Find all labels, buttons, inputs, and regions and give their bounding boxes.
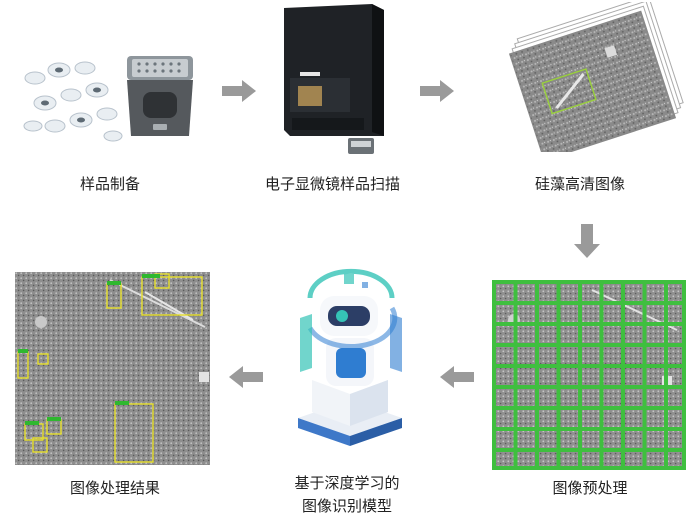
arrow-right-2 <box>420 80 454 102</box>
arrow-right-1 <box>222 80 256 102</box>
sample-preparation-image <box>15 48 200 148</box>
arrow-left-2 <box>440 366 474 388</box>
step-label-processing-result: 图像处理结果 <box>69 479 160 497</box>
step-label-diatom-image: 硅藻高清图像 <box>534 175 625 193</box>
step-label-preprocessing: 图像预处理 <box>552 479 628 497</box>
electron-microscope-image <box>272 2 392 162</box>
step-label-sample-preparation: 样品制备 <box>79 175 140 193</box>
processing-result-image <box>15 272 210 465</box>
diatom-hd-image-stack <box>505 2 690 152</box>
arrow-left-1 <box>229 366 263 388</box>
sample-vials <box>23 61 123 142</box>
step-label-deep-learning-model-line2: 图像识别模型 <box>301 497 392 515</box>
step-label-microscope-scan: 电子显微镜样品扫描 <box>264 175 400 193</box>
sample-holder <box>127 56 193 136</box>
deep-learning-model-robot <box>282 268 417 458</box>
preprocessing-grid-image <box>492 280 686 470</box>
step-label-deep-learning-model: 基于深度学习的 <box>294 474 400 492</box>
arrow-down <box>574 224 600 258</box>
